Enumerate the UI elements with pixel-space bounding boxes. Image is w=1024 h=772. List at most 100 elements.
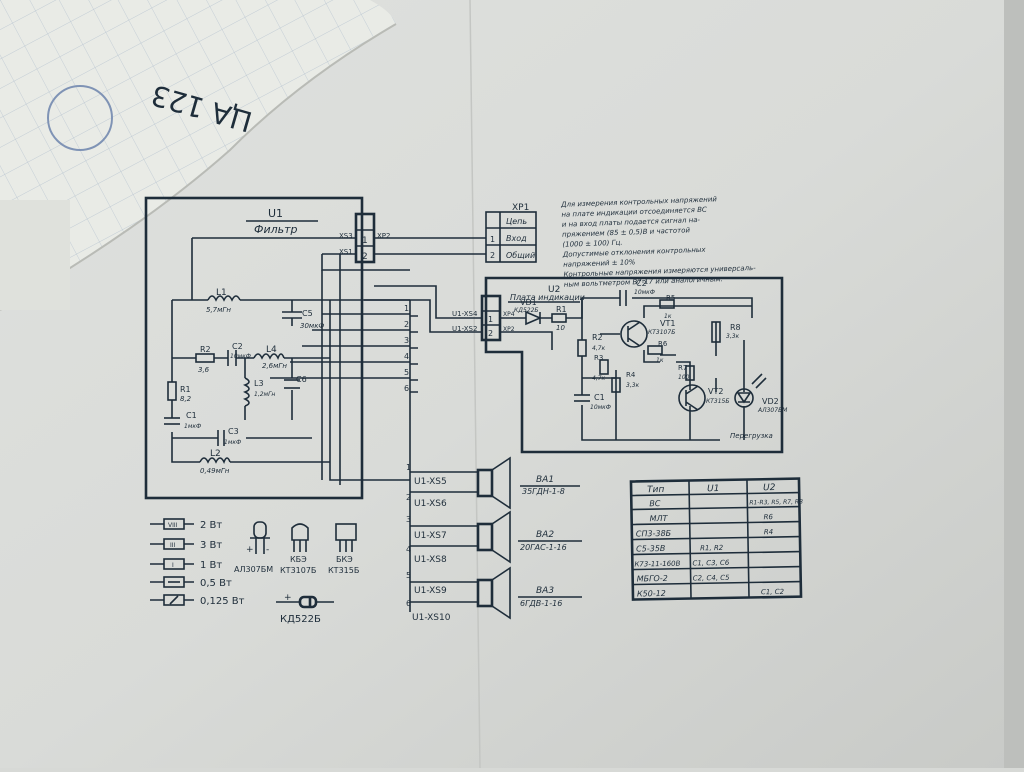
u2-r6-value: 1к [656, 357, 664, 364]
u1-frame [144, 196, 364, 500]
bom-row: С5-35В R1, R2 [636, 544, 724, 554]
u1-out-pin-3: 3 [404, 336, 409, 345]
speaker-ba2-conn-a: U1-XS7 [414, 531, 447, 541]
legend-1w: I 1 Вт [150, 558, 222, 571]
u2-c2-value: 10мкФ [634, 289, 655, 296]
bom-cell: R6 [764, 513, 774, 521]
u2-c1-value: 10мкФ [590, 404, 611, 411]
u1-l2-ref: L2 [210, 449, 221, 459]
led-pinout: +- АЛ307БМ [234, 521, 273, 574]
bom-cell: C1, C2 [761, 588, 785, 596]
u1-r1-ref: R1 [180, 385, 191, 394]
u1-l3-value: 1,2мГн [254, 391, 275, 398]
speaker-ba1-conn-a: U1-XS5 [414, 477, 447, 487]
bom-table: Тип U1 U2 ВС R1-R3, R5, R7, R8 МЛТ R6 СП… [629, 477, 803, 601]
speaker-group: 1 2 U1-XS5 U1-XS6 ВА1 35ГДН-1-8 3 4 U1-X… [406, 392, 582, 623]
u2-r1-ref: R1 [556, 305, 567, 314]
bom-cell: С5-35В [636, 544, 665, 554]
paper-fold [469, 0, 481, 769]
u1-c3-ref: C3 [228, 427, 239, 436]
u2-r7-ref: R7 [678, 364, 687, 372]
u2-r4-value: 3,3к [626, 382, 640, 389]
bom-row: МБГО-2 C2, C4, C5 [637, 574, 731, 584]
note-line-7: напряжений ± 10% [563, 258, 636, 269]
u1-l4-ref: L4 [266, 345, 277, 355]
u1-xs3: XS3 [339, 232, 353, 240]
xp1-label-common: Общий [506, 251, 535, 260]
u1-out-pin-5: 5 [404, 368, 409, 377]
bom-cell: ВС [649, 499, 661, 508]
component-pinouts: +- АЛ307БМ КБЭ КТ3107Б БКЭ КТ315Б + КД52… [234, 521, 359, 625]
u2-vt2-value: КТ315Б [706, 398, 730, 405]
speaker-ba1: 1 2 U1-XS5 U1-XS6 ВА1 35ГДН-1-8 [406, 456, 580, 510]
u2-vd1-value: КД522Б [514, 307, 539, 314]
diode-pinout: + КД522Б [276, 593, 334, 625]
u1-filter: U1 Фильтр XS3 XS1 XP2 1 2 L1 5,7мГн C5 3… [144, 196, 418, 500]
u1-c1-ref: C1 [186, 411, 197, 420]
speaker-ba3-conn-b: U1-XS10 [412, 613, 451, 623]
bom-cell: R1, R2 [700, 544, 724, 552]
u2-ref: U2 [548, 285, 560, 295]
u1-pin-1: 1 [362, 236, 368, 246]
speaker-ba3-model: 6ГДВ-1-16 [520, 599, 562, 608]
u2-vt1-value: КТ3107Б [648, 329, 675, 336]
vt1-pinout-label: КТ3107Б [280, 566, 316, 575]
legend-0125w-label: 0,125 Вт [200, 596, 245, 607]
bom-row: К73-11-160В C1, C3, C6 [634, 559, 730, 569]
u2-pin-2: 2 [488, 329, 493, 338]
speaker-ba3-ref: ВА3 [536, 586, 554, 596]
bom-cell: МЛТ [650, 514, 669, 523]
u1-c5-value: 30мкФ [300, 322, 324, 330]
bom-row: К50-12 C1, C2 [637, 588, 785, 599]
u2-xs2: U1-XS2 [452, 325, 477, 333]
u2-indication-board: U2 Плата индикации 1 2 U1-XS4 U1-XS2 XP4… [364, 276, 788, 454]
u1-l3-ref: L3 [254, 379, 264, 388]
vt2-pinout: БКЭ КТ315Б [328, 523, 359, 575]
xp1-pin-1: 1 [490, 235, 495, 244]
vt2-pinout-label: КТ315Б [328, 566, 359, 575]
u2-r1-value: 10 [556, 324, 565, 332]
u2-pin-1: 1 [488, 315, 493, 324]
speaker-ba3-conn-a: U1-XS9 [414, 586, 447, 596]
bom-row: СП3-38Б R4 [636, 528, 773, 539]
legend-2w-label: 2 Вт [200, 520, 222, 531]
u1-name: Фильтр [254, 223, 298, 236]
u2-vd2-symbol [734, 388, 754, 408]
bom-cell: C1, C3, C6 [692, 559, 730, 568]
u2-name: Плата индикации [510, 293, 585, 302]
bom-cell: R4 [764, 528, 773, 536]
u1-out-pin-2: 2 [404, 320, 409, 329]
speaker-ba1-conn-b: U1-XS6 [414, 499, 447, 509]
u1-xp2: XP2 [377, 232, 390, 240]
u2-vt2-symbol [678, 384, 706, 412]
u2-xs4: U1-XS4 [452, 310, 478, 318]
u2-vd2-ref: VD2 [762, 397, 779, 406]
u2-c1-ref: C1 [594, 393, 605, 402]
u2-r2-value: 4,7к [592, 345, 606, 352]
bom-cell: СП3-38Б [636, 529, 672, 539]
speaker-ba3-pin-a: 5 [406, 571, 411, 580]
u1-out-pin-4: 4 [404, 352, 409, 361]
led-pinout-label: АЛ307БМ [234, 565, 273, 574]
u1-c2-value: 10мкФ [230, 353, 251, 360]
svg-text:I: I [172, 562, 174, 569]
u2-r8-ref: R8 [730, 323, 741, 332]
u2-status-label: Перегрузка [730, 432, 773, 440]
u1-r2-ref: R2 [200, 345, 211, 354]
u1-l1-value: 5,7мГн [206, 306, 231, 314]
u2-vd1-ref: VD1 [520, 298, 537, 307]
vt1-pinout: КБЭ КТ3107Б [280, 523, 316, 575]
curled-page: ЦА 123 [0, 0, 397, 311]
svg-text:III: III [170, 542, 176, 549]
bom-cell: К73-11-160В [634, 560, 680, 569]
bom-row: МЛТ R6 [650, 513, 774, 523]
u2-vt1-ref: VT1 [660, 319, 675, 328]
u1-l4-value: 2,6мГн [262, 362, 287, 370]
u2-xp4: XP4 [503, 311, 515, 318]
legend-3w-label: 3 Вт [200, 540, 222, 551]
u2-r3-value: 4,7к [592, 375, 606, 382]
u1-r1-value: 8,2 [180, 395, 192, 403]
resistor-power-legend: VIII 2 Вт III 3 Вт I 1 Вт 0,5 Вт 0,125 В… [150, 518, 245, 607]
xp1-label-circuit: Цепь [506, 217, 527, 226]
